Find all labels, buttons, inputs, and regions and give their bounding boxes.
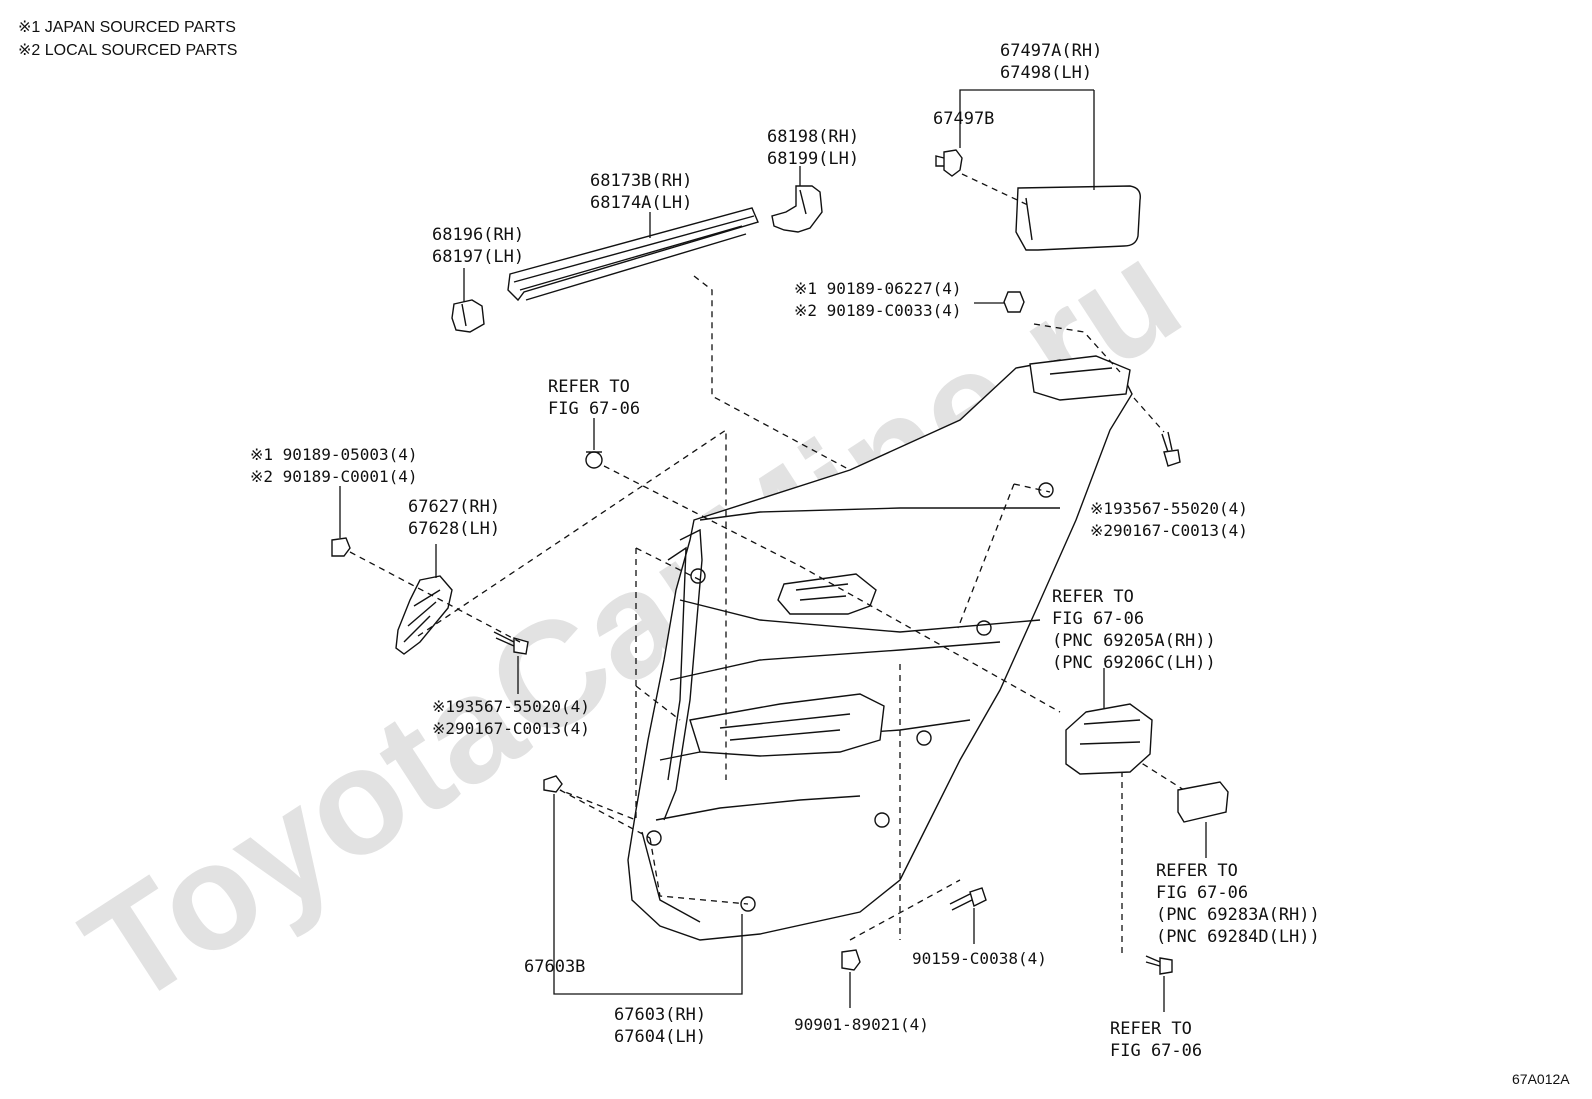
- label-refer-bottom-1: REFER TO: [1110, 1019, 1192, 1039]
- label-screw-right-1: ※193567-55020(4): [1090, 499, 1248, 518]
- bracket-67627[interactable]: [395, 575, 453, 655]
- label-67628: 67628(LH): [408, 519, 500, 539]
- screw-90159-c0038[interactable]: [949, 887, 987, 911]
- label-67627: 67627(RH): [408, 497, 500, 517]
- clip-90189-06227[interactable]: [1003, 291, 1025, 313]
- label-refer-top-1: REFER TO: [548, 377, 630, 397]
- label-refer-switch-3: (PNC 69283A(RH)): [1156, 905, 1320, 925]
- label-68173b: 68173B(RH): [590, 171, 692, 191]
- label-clip-top-1: ※1 90189-06227(4): [794, 279, 962, 298]
- pad-67497a[interactable]: [1015, 185, 1141, 251]
- label-screw-right-2: ※290167-C0013(4): [1090, 521, 1248, 540]
- label-screw-left-2: ※290167-C0013(4): [432, 719, 590, 738]
- label-67604: 67604(LH): [614, 1027, 706, 1047]
- label-68199: 68199(LH): [767, 149, 859, 169]
- clip-refer-top[interactable]: [585, 451, 603, 469]
- label-67497a: 67497A(RH): [1000, 41, 1102, 61]
- clip-90189-05003[interactable]: [331, 537, 351, 557]
- label-refer-switch-4: (PNC 69284D(LH)): [1156, 927, 1320, 947]
- clip-67497b[interactable]: [935, 149, 963, 177]
- label-68196: 68196(RH): [432, 225, 524, 245]
- label-refer-bottom-2: FIG 67-06: [1110, 1041, 1202, 1061]
- clip-67603b[interactable]: [543, 775, 563, 793]
- label-refer-handle-1: REFER TO: [1052, 587, 1134, 607]
- label-68174a: 68174A(LH): [590, 193, 692, 213]
- clip-68196[interactable]: [451, 299, 485, 333]
- label-90901: 90901-89021(4): [794, 1015, 929, 1034]
- label-refer-handle-3: (PNC 69205A(RH)): [1052, 631, 1216, 651]
- screw-93567-left[interactable]: [493, 631, 529, 655]
- label-67603b: 67603B: [524, 957, 585, 977]
- weatherstrip-68173b[interactable]: [507, 207, 759, 302]
- clip-90901-89021[interactable]: [841, 949, 861, 971]
- label-67498: 67498(LH): [1000, 63, 1092, 83]
- inner-door-handle[interactable]: [1065, 703, 1153, 775]
- note-local-sourced: ※2 LOCAL SOURCED PARTS: [18, 42, 237, 59]
- screw-refer-bottom[interactable]: [1145, 955, 1173, 975]
- label-screw-left-1: ※193567-55020(4): [432, 697, 590, 716]
- window-switch[interactable]: [1177, 781, 1229, 823]
- label-refer-top-2: FIG 67-06: [548, 399, 640, 419]
- label-refer-handle-4: (PNC 69206C(LH)): [1052, 653, 1216, 673]
- label-refer-switch-2: FIG 67-06: [1156, 883, 1248, 903]
- label-clip-top-2: ※2 90189-C0033(4): [794, 301, 962, 320]
- note-japan-sourced: ※1 JAPAN SOURCED PARTS: [18, 19, 236, 36]
- figure-code: 67A012A: [1512, 1071, 1570, 1087]
- label-68198: 68198(RH): [767, 127, 859, 147]
- label-90159: 90159-C0038(4): [912, 949, 1047, 968]
- label-67497b: 67497B: [933, 109, 994, 129]
- bracket-68198[interactable]: [771, 185, 823, 233]
- label-68197: 68197(LH): [432, 247, 524, 267]
- label-clip-left-1: ※1 90189-05003(4): [250, 445, 418, 464]
- label-67603: 67603(RH): [614, 1005, 706, 1025]
- label-clip-left-2: ※2 90189-C0001(4): [250, 467, 418, 486]
- screw-93567-right[interactable]: [1161, 431, 1181, 467]
- label-refer-handle-2: FIG 67-06: [1052, 609, 1144, 629]
- watermark: ToyotaCarMine.ru: [56, 208, 1208, 1037]
- label-refer-switch-1: REFER TO: [1156, 861, 1238, 881]
